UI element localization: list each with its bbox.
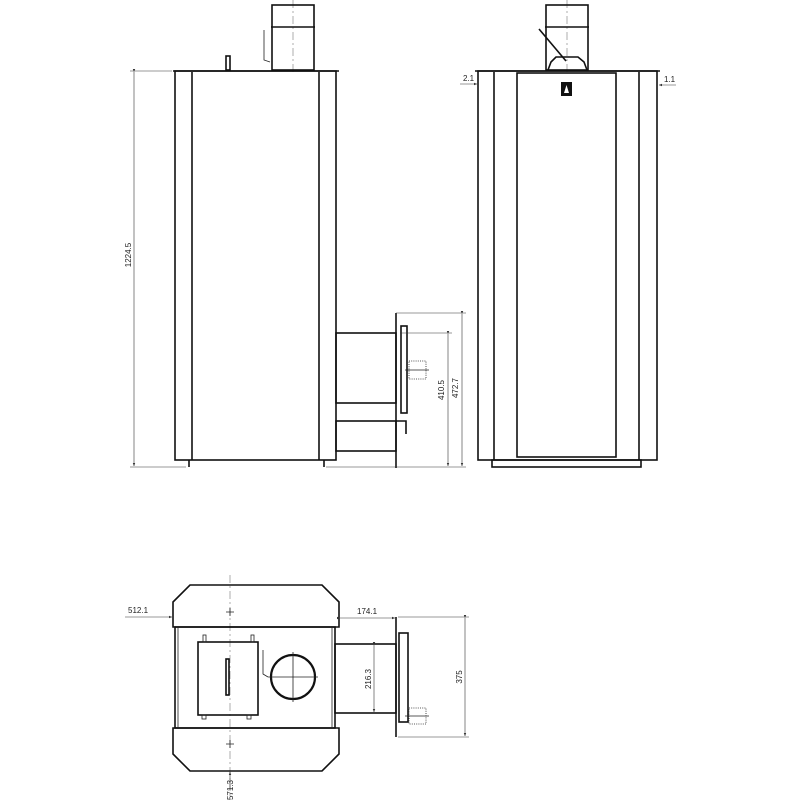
stove-body — [477, 70, 658, 461]
front-view: 2.1 1.1 — [460, 0, 676, 468]
fire-tunnel — [335, 332, 397, 404]
damper — [547, 56, 588, 71]
stove-body — [174, 70, 337, 461]
side-view: 1224.5 410.5 472.7 — [124, 0, 466, 468]
bottom-band — [172, 727, 340, 772]
dim-tunnel-width: 216.3 — [364, 668, 373, 689]
dim-extension: 174.1 — [357, 607, 378, 616]
dim-left: 2.1 — [463, 74, 475, 83]
pin — [225, 55, 231, 71]
base — [491, 459, 642, 468]
door-plate — [400, 325, 408, 414]
chimney-pipe — [271, 4, 315, 71]
dim-firebox-height: 410.5 — [437, 379, 446, 400]
dim-door-height: 472.7 — [451, 377, 460, 398]
ash-box — [335, 420, 397, 452]
dim-total-height: 1224.5 — [124, 242, 133, 267]
damper-rod — [263, 30, 271, 63]
top-view: 512.1 174.1 216.3 375 571.3 — [125, 575, 469, 800]
handle-spring-icon — [405, 360, 429, 380]
water-tank — [197, 641, 259, 716]
dim-right: 1.1 — [664, 75, 676, 84]
dim-door-width: 375 — [455, 670, 464, 684]
dim-offset-x: 512.1 — [128, 606, 149, 615]
dim-offset-y: 571.3 — [226, 779, 235, 800]
glass-door — [516, 72, 617, 458]
handle-spring-icon — [405, 707, 429, 725]
door-plate — [398, 632, 409, 723]
top-band — [172, 584, 340, 628]
